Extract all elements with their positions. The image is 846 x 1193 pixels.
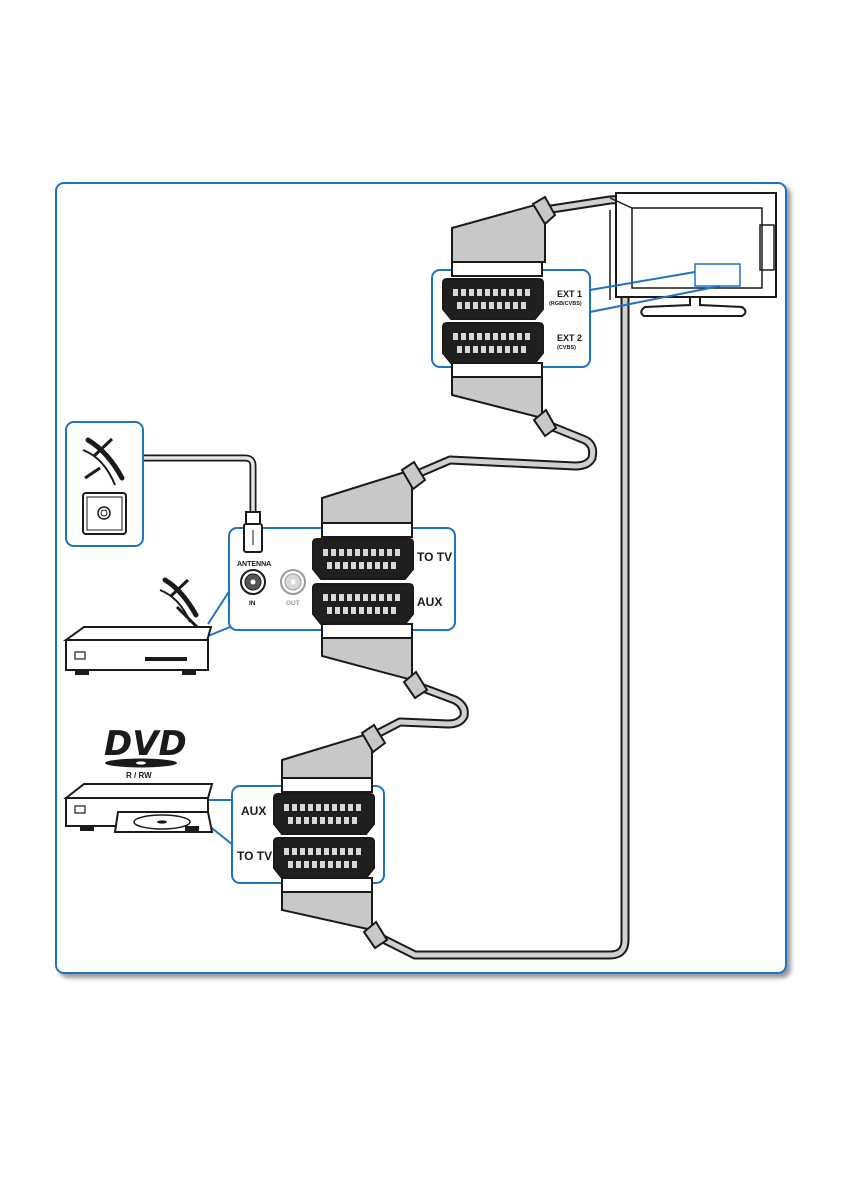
tv-ext1-socket xyxy=(443,279,543,319)
dvd-to-tv-socket xyxy=(274,838,374,878)
antenna-wall-socket-icon xyxy=(83,493,126,534)
antenna-out-jack xyxy=(281,570,305,594)
receiver-to-tv-socket xyxy=(313,539,413,579)
antenna-plug xyxy=(244,512,262,552)
receiver-aux-label: AUX xyxy=(417,595,442,609)
ext2-sub-label: (CVBS) xyxy=(557,345,576,351)
tv-icon xyxy=(610,193,776,316)
ext2-label: EXT 2 xyxy=(557,333,582,343)
dvd-aux-label: AUX xyxy=(241,804,266,818)
antenna-out-label: OUT xyxy=(286,600,300,607)
tv-ext2-socket xyxy=(443,323,543,363)
dvd-recorder-icon xyxy=(66,784,212,832)
dvd-logo-text: DVD xyxy=(104,724,187,764)
antenna-in-label: IN xyxy=(249,600,256,607)
antenna-label: ANTENNA xyxy=(237,561,271,568)
ext1-label: EXT 1 xyxy=(557,289,582,299)
ext1-sub-label: (RGB/CVBS) xyxy=(549,301,582,307)
antenna-in-jack xyxy=(241,570,265,594)
dvd-to-tv-label: TO TV xyxy=(237,849,272,863)
dvd-aux-socket xyxy=(274,794,374,834)
receiver-to-tv-label: TO TV xyxy=(417,550,452,564)
dvd-logo-sub: R / RW xyxy=(126,771,152,780)
receiver-aux-socket xyxy=(313,584,413,624)
